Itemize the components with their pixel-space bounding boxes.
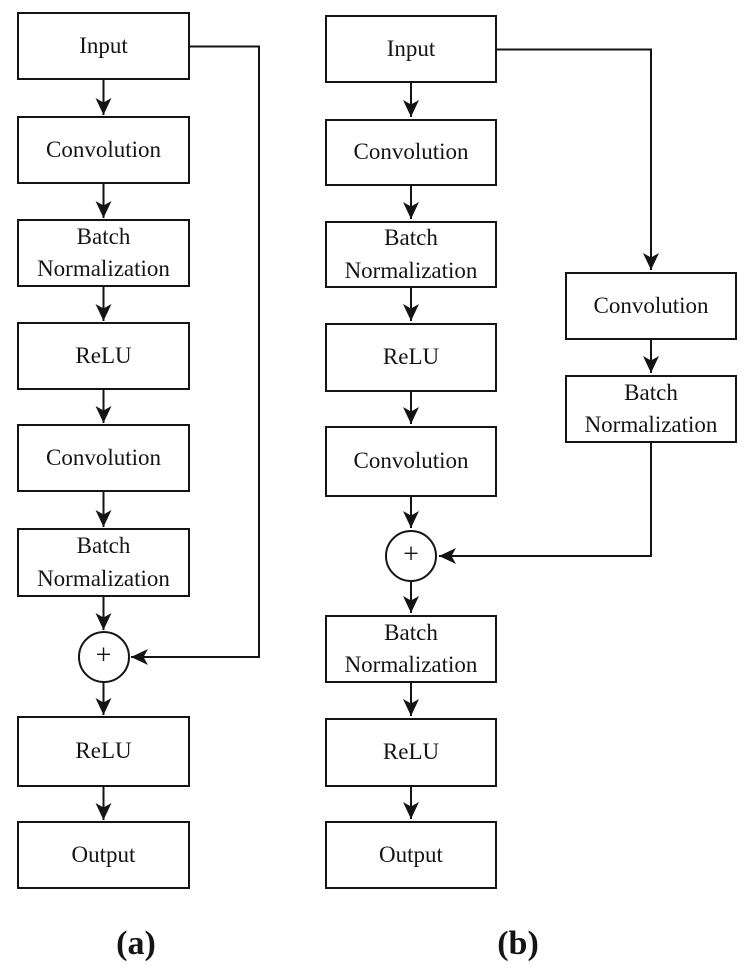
caption-b: (b) [497, 925, 539, 962]
node-a-bn2: Batch Normalization [17, 528, 190, 597]
node-b-conv2: Convolution [325, 426, 497, 497]
node-b-bn1: Batch Normalization [325, 221, 497, 288]
node-b-shortcut-bn: Batch Normalization [565, 375, 737, 443]
add-node-b: + [385, 530, 437, 582]
plus-icon: + [403, 539, 419, 570]
skip-b-input-to-shortcut-conv [497, 48, 659, 270]
node-a-conv2: Convolution [17, 424, 190, 492]
node-a-conv1: Convolution [17, 116, 190, 184]
node-b-relu2: ReLU [325, 718, 497, 787]
skip-b-shortcut-bn-to-add [439, 443, 652, 564]
node-a-relu2: ReLU [17, 716, 190, 787]
node-b-relu1: ReLU [325, 323, 497, 392]
node-b-input: Input [325, 15, 497, 83]
node-a-output: Output [17, 821, 190, 889]
node-a-input: Input [17, 12, 190, 80]
node-b-bn-post: Batch Normalization [325, 615, 497, 683]
node-a-relu1: ReLU [17, 322, 190, 390]
plus-icon: + [95, 640, 112, 671]
caption-a: (a) [116, 925, 156, 962]
skip-connection-a [131, 45, 260, 665]
node-b-conv1: Convolution [325, 119, 497, 186]
add-node-a: + [77, 631, 130, 683]
node-a-bn1: Batch Normalization [17, 219, 190, 287]
node-b-shortcut-conv: Convolution [565, 272, 737, 340]
node-b-output: Output [325, 821, 497, 889]
